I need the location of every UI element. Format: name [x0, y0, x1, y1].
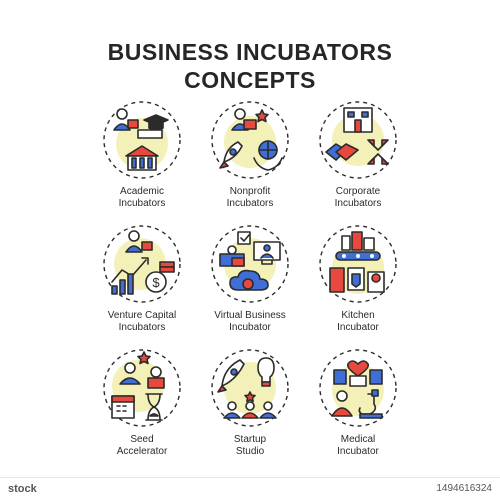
corporate-incubators-icon [319, 101, 397, 179]
concept-grid: Academic Incubators Nonprofit Inc [88, 100, 412, 472]
concept-label: Corporate Incubators [334, 186, 382, 209]
concept-medical-incubator: Medical Incubator [304, 348, 412, 472]
concept-label: Virtual Business Incubator [214, 310, 286, 333]
concept-startup-studio: Startup Studio [196, 348, 304, 472]
medical-incubator-icon [319, 349, 397, 427]
stock-footer: stock 1494616324 [0, 477, 500, 500]
title-line-1: BUSINESS INCUBATORS [107, 39, 393, 65]
concept-seed-accelerator: Seed Accelerator [88, 348, 196, 472]
venture-capital-incubators-icon: $ [103, 225, 181, 303]
nonprofit-incubators-icon [211, 101, 289, 179]
concept-virtual-business-incubator: Virtual Business Incubator [196, 224, 304, 348]
stock-image-id: 1494616324 [436, 483, 492, 494]
concept-label: Nonprofit Incubators [226, 186, 274, 209]
page-title: BUSINESS INCUBATORS CONCEPTS [0, 38, 500, 94]
startup-studio-icon [211, 349, 289, 427]
concept-label: Seed Accelerator [116, 434, 168, 457]
concept-label: Venture Capital Incubators [107, 310, 177, 333]
academic-incubators-icon [103, 101, 181, 179]
concept-label: Medical Incubator [337, 434, 379, 457]
concept-nonprofit-incubators: Nonprofit Incubators [196, 100, 304, 224]
title-line-2: CONCEPTS [184, 67, 316, 93]
kitchen-incubator-icon [319, 225, 397, 303]
seed-accelerator-icon [103, 349, 181, 427]
concept-label: Startup Studio [233, 434, 267, 457]
concept-label: Kitchen Incubator [337, 310, 379, 333]
svg-text:$: $ [152, 275, 160, 290]
concept-kitchen-incubator: Kitchen Incubator [304, 224, 412, 348]
concept-venture-capital-incubators: $ Venture Capital Incubators [88, 224, 196, 348]
stock-logo: stock [8, 483, 37, 495]
virtual-business-incubator-icon [211, 225, 289, 303]
concept-corporate-incubators: Corporate Incubators [304, 100, 412, 224]
concept-academic-incubators: Academic Incubators [88, 100, 196, 224]
concept-label: Academic Incubators [118, 186, 166, 209]
